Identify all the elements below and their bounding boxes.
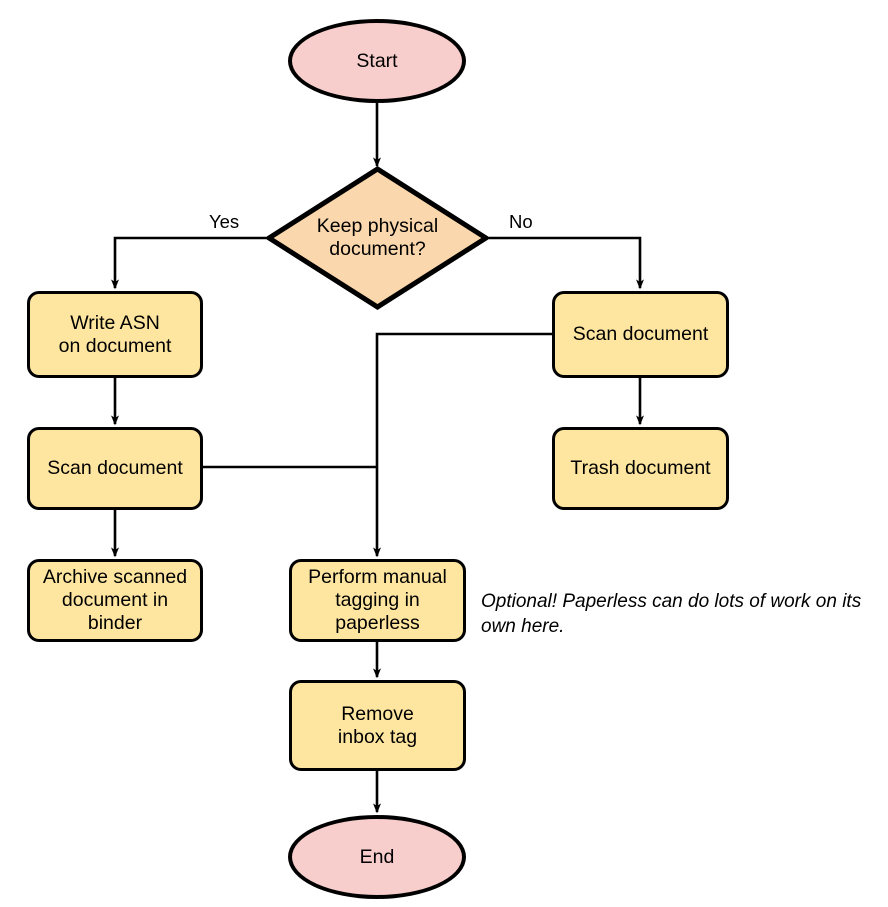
edge-decision-no-to-scan-right (489, 236, 644, 290)
diamond-shape (266, 166, 489, 310)
edge-scan-right-to-tagging (373, 332, 552, 558)
node-archive-label: Archive scanned document in binder (42, 566, 188, 634)
node-archive-scanned-document-in-binder[interactable]: Archive scanned document in binder (27, 559, 203, 642)
node-scan-document-left[interactable]: Scan document (27, 427, 203, 510)
edge-label-yes: Yes (209, 211, 240, 232)
node-decision-label: Keep physical document? (316, 215, 439, 260)
node-tagging-label: Perform manual tagging in paperless (308, 566, 447, 634)
node-perform-manual-tagging-in-paperless[interactable]: Perform manual tagging in paperless (289, 559, 466, 642)
annotation-optional-note: Optional! Paperless can do lots of work … (481, 591, 862, 638)
edge-label-no: No (509, 211, 533, 232)
node-scan-document-right-label: Scan document (572, 323, 709, 345)
edge-decision-yes-to-write-asn (111, 236, 266, 290)
node-scan-document-right[interactable]: Scan document (552, 291, 729, 378)
node-remove-inbox-tag[interactable]: Remove inbox tag (289, 680, 466, 771)
node-start[interactable]: Start (288, 19, 466, 103)
node-write-asn-label: Write ASN on document (58, 311, 172, 357)
node-trash-document[interactable]: Trash document (552, 427, 729, 510)
node-scan-document-left-label: Scan document (47, 457, 183, 479)
node-write-asn-on-document[interactable]: Write ASN on document (27, 291, 203, 378)
node-decision-keep-physical-document[interactable]: Keep physical document? (266, 166, 489, 310)
node-trash-document-label: Trash document (570, 457, 711, 479)
node-end[interactable]: End (288, 815, 466, 899)
node-end-label: End (359, 845, 395, 868)
node-start-label: Start (356, 49, 398, 72)
node-remove-inbox-tag-label: Remove inbox tag (337, 702, 418, 748)
